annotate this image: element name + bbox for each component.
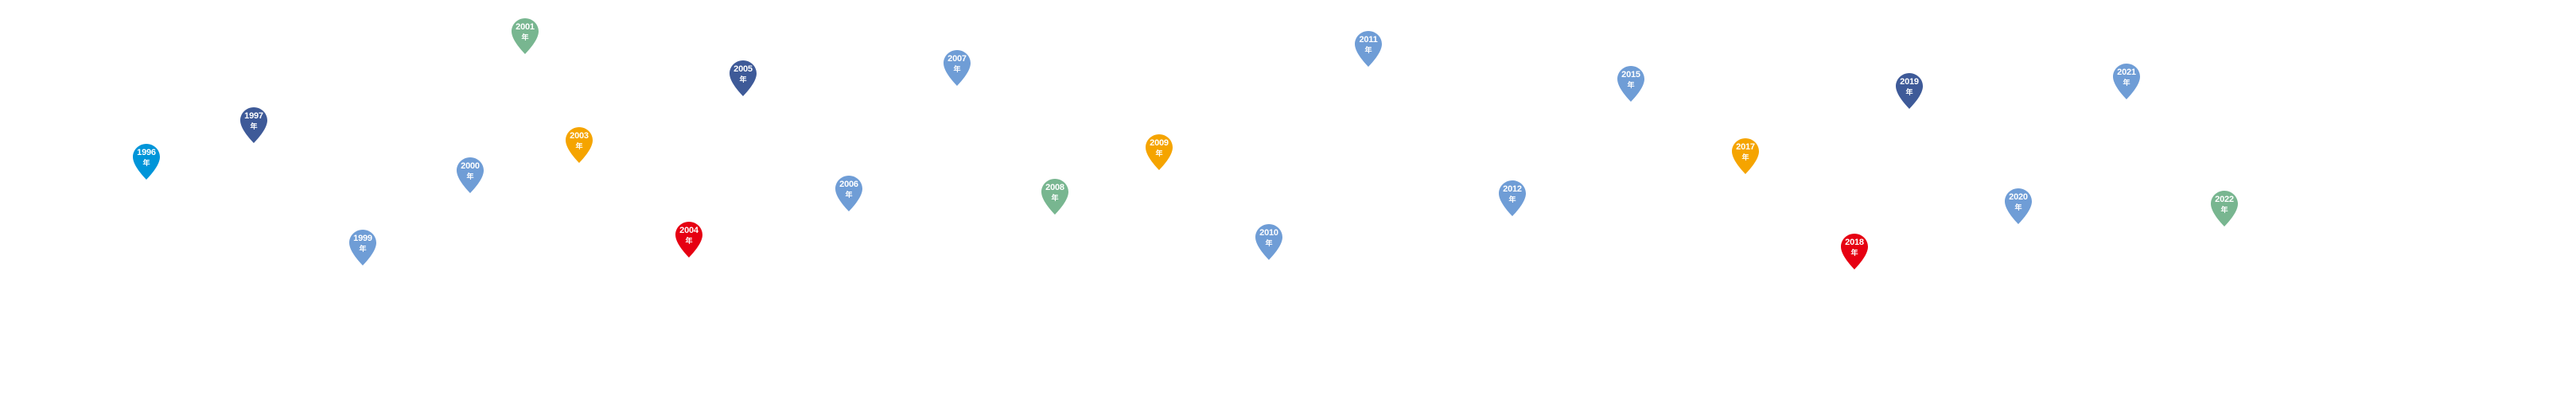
map-pin-icon: [1499, 180, 1526, 216]
year-marker-2020[interactable]: 2020 年: [2003, 187, 2033, 225]
map-pin-icon: [835, 176, 862, 211]
year-marker-1996[interactable]: 1996 年: [131, 142, 161, 180]
map-pin-icon: [2005, 188, 2032, 224]
map-pin-icon: [944, 50, 971, 86]
map-pin-icon: [1896, 73, 1923, 109]
map-pin-icon: [512, 18, 539, 54]
year-marker-2019[interactable]: 2019 年: [1894, 72, 1924, 110]
year-marker-2001[interactable]: 2001 年: [510, 17, 540, 55]
map-pin-icon: [1617, 66, 1644, 102]
map-pin-icon: [1732, 138, 1759, 174]
year-marker-2015[interactable]: 2015 年: [1616, 64, 1646, 103]
year-marker-2017[interactable]: 2017 年: [1730, 137, 1761, 175]
year-marker-2004[interactable]: 2004 年: [674, 220, 704, 258]
map-pin-icon: [349, 230, 376, 265]
map-pin-icon: [1841, 234, 1868, 269]
year-marker-2005[interactable]: 2005 年: [728, 59, 758, 97]
year-marker-2011[interactable]: 2011 年: [1353, 29, 1383, 68]
year-marker-2006[interactable]: 2006 年: [834, 174, 864, 212]
year-marker-2003[interactable]: 2003 年: [564, 126, 594, 164]
year-marker-2008[interactable]: 2008 年: [1040, 177, 1070, 215]
map-pin-icon: [730, 60, 757, 96]
year-marker-2000[interactable]: 2000 年: [455, 156, 485, 194]
map-pin-icon: [2113, 64, 2140, 99]
year-marker-2007[interactable]: 2007 年: [942, 48, 972, 87]
map-pin-icon: [1041, 179, 1068, 215]
map-pin-icon: [2211, 191, 2238, 227]
map-pin-icon: [457, 157, 484, 193]
year-marker-2012[interactable]: 2012 年: [1497, 179, 1527, 217]
year-marker-2009[interactable]: 2009 年: [1144, 133, 1174, 171]
year-marker-2010[interactable]: 2010 年: [1254, 223, 1284, 261]
year-marker-2021[interactable]: 2021 年: [2111, 62, 2142, 100]
year-marker-2018[interactable]: 2018 年: [1839, 232, 1870, 270]
map-pin-icon: [1255, 224, 1282, 260]
map-pin-icon: [566, 127, 593, 163]
map-pin-icon: [675, 222, 702, 258]
year-marker-1999[interactable]: 1999 年: [348, 228, 378, 266]
year-marker-1997[interactable]: 1997 年: [239, 106, 269, 144]
map-pin-icon: [1355, 31, 1382, 67]
map-pin-icon: [1146, 134, 1173, 170]
map-pin-icon: [240, 107, 267, 143]
map-pin-icon: [133, 144, 160, 180]
year-marker-2022[interactable]: 2022 年: [2209, 189, 2239, 227]
